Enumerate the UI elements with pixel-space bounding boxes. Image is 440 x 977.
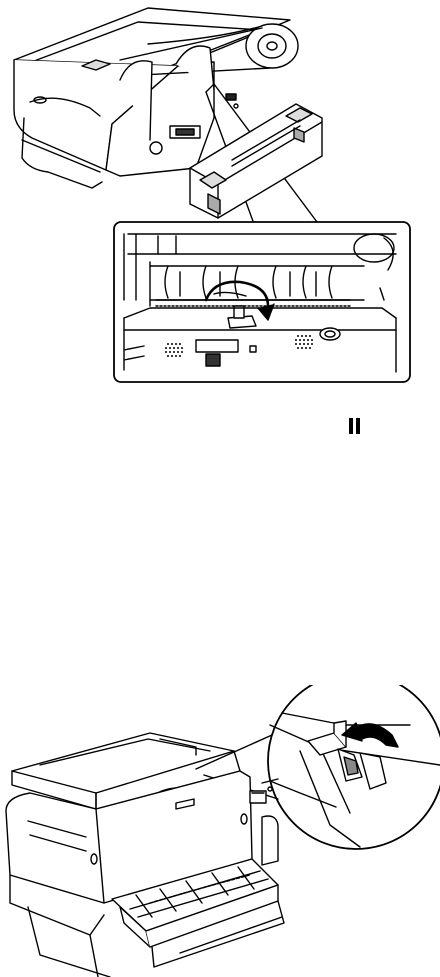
printer-front-illustration (0, 685, 440, 977)
pause-icon (349, 418, 361, 434)
zoom-inset (114, 222, 410, 382)
printer-rear-illustration (0, 0, 440, 390)
roll-paper-end (246, 24, 298, 68)
